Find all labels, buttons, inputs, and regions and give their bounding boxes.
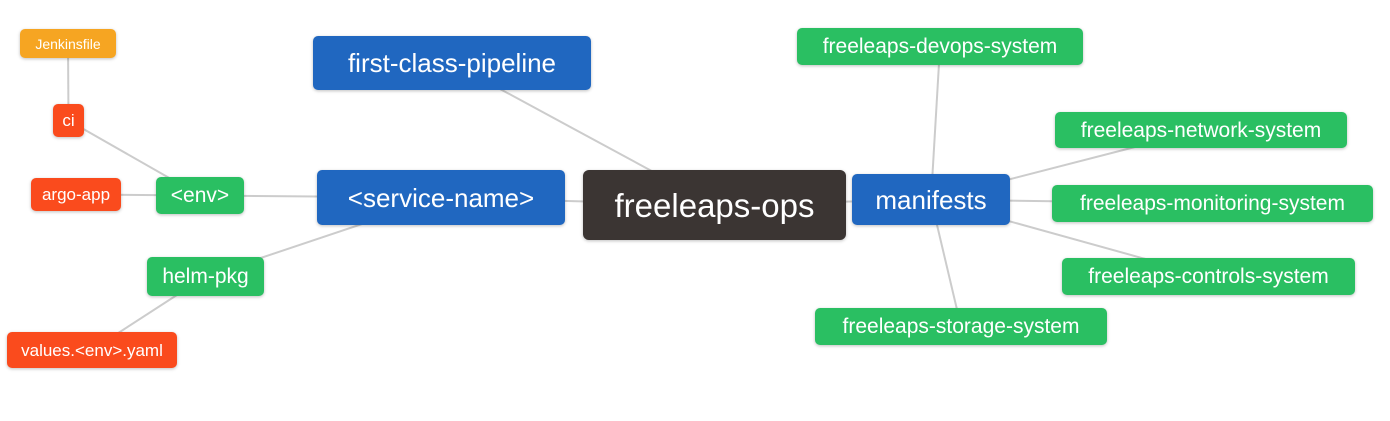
node-freeleaps-monitoring-system[interactable]: freeleaps-monitoring-system bbox=[1052, 185, 1373, 222]
node-first-class-pipeline[interactable]: first-class-pipeline bbox=[313, 36, 591, 90]
node-env[interactable]: <env> bbox=[156, 177, 244, 214]
node-label: <service-name> bbox=[347, 182, 535, 213]
node-label: helm-pkg bbox=[162, 265, 249, 288]
node-label: ci bbox=[62, 111, 75, 130]
node-label: freeleaps-network-system bbox=[1080, 118, 1322, 142]
node-argo-app[interactable]: argo-app bbox=[31, 178, 121, 211]
node-label: freeleaps-controls-system bbox=[1088, 265, 1329, 288]
node-service-name[interactable]: <service-name> bbox=[317, 170, 565, 225]
node-manifests[interactable]: manifests bbox=[852, 174, 1010, 225]
node-freeleaps-network-system[interactable]: freeleaps-network-system bbox=[1055, 112, 1347, 148]
node-freeleaps-devops-system[interactable]: freeleaps-devops-system bbox=[797, 28, 1083, 65]
node-ci[interactable]: ci bbox=[53, 104, 84, 137]
node-label: freeleaps-storage-system bbox=[842, 315, 1080, 338]
node-label: freeleaps-devops-system bbox=[822, 35, 1058, 58]
node-label: first-class-pipeline bbox=[347, 48, 557, 78]
node-label: <env> bbox=[170, 184, 230, 207]
node-label: freeleaps-ops bbox=[614, 186, 815, 224]
node-label: manifests bbox=[875, 184, 987, 215]
node-label: values.<env>.yaml bbox=[21, 340, 163, 360]
node-freeleaps-ops[interactable]: freeleaps-ops bbox=[583, 170, 846, 240]
node-helm-pkg[interactable]: helm-pkg bbox=[147, 257, 264, 296]
node-label: freeleaps-monitoring-system bbox=[1080, 192, 1345, 215]
node-freeleaps-storage-system[interactable]: freeleaps-storage-system bbox=[815, 308, 1107, 345]
node-label: argo-app bbox=[41, 185, 111, 204]
node-label: Jenkinsfile bbox=[35, 35, 101, 52]
node-freeleaps-controls-system[interactable]: freeleaps-controls-system bbox=[1062, 258, 1355, 295]
node-jenkinsfile[interactable]: Jenkinsfile bbox=[20, 29, 116, 58]
node-values-env-yaml[interactable]: values.<env>.yaml bbox=[7, 332, 177, 368]
